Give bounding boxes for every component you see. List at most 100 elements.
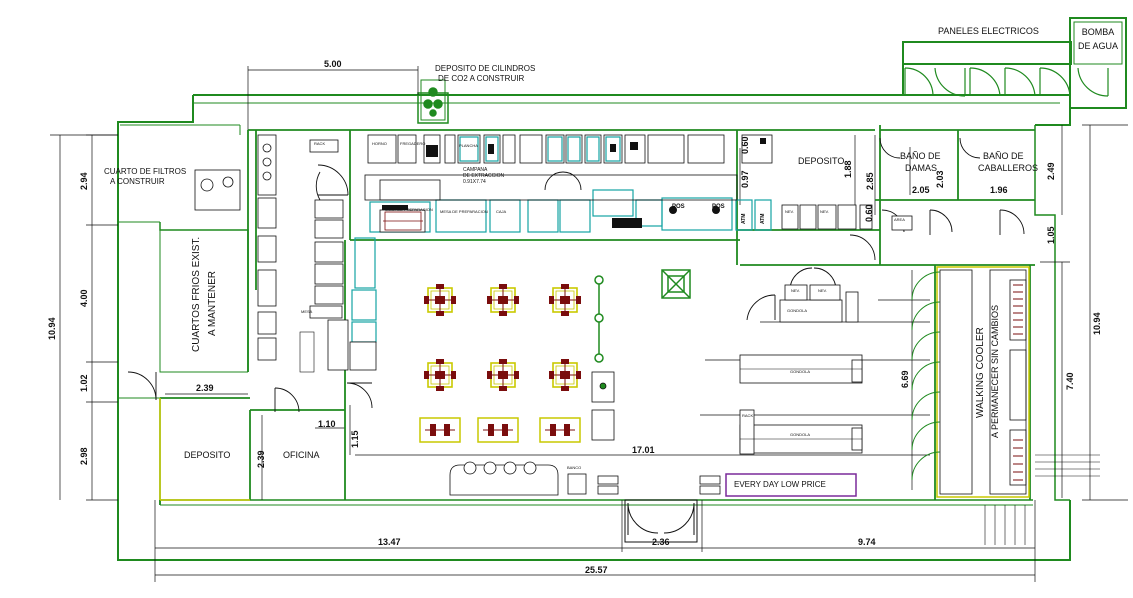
cooking-line: [364, 174, 738, 233]
rack-small-label: RACK: [742, 413, 754, 418]
fregadero-label: FREGADERO: [400, 141, 426, 146]
walkin-shelf-stripes: [1013, 284, 1023, 481]
dim-060a: 0.60: [740, 136, 750, 154]
filtros-label-2: A CONSTRUIR: [110, 177, 165, 186]
dim-1701: 17.01: [632, 445, 655, 455]
dim-285: 2.85: [865, 172, 875, 190]
mesa-servicio-label: MESA: [301, 309, 313, 314]
kitchen-top-row: [309, 134, 773, 164]
dim-236: 2.36: [652, 537, 670, 547]
walking-label-1: WALKING COOLER: [975, 327, 986, 418]
dim-105: 1.05: [1046, 226, 1056, 244]
oficina-label: OFICINA: [283, 450, 320, 460]
dim-239-v: 2.39: [256, 450, 266, 468]
walkin-doors: [911, 271, 941, 481]
walkin-frame: [159, 266, 1030, 501]
pos-label-2: POS: [712, 204, 725, 210]
everyday-label: EVERY DAY LOW PRICE: [734, 480, 826, 489]
paneles-electricos-room: [902, 17, 1127, 109]
paneles-label: PANELES ELECTRICOS: [938, 26, 1039, 36]
walking-label-2: A PERMANECER SIN CAMBIOS: [990, 304, 1000, 438]
dim-115: 1.15: [350, 430, 360, 448]
nev-label-1: NEV.: [785, 209, 794, 214]
frios-label-1: CUARTOS FRIOS EXIST.: [191, 236, 202, 352]
dim-740: 7.40: [1065, 372, 1075, 390]
dim-669: 6.69: [900, 370, 910, 388]
deposito-left-label: DEPOSITO: [184, 450, 231, 460]
center-column: [661, 269, 691, 299]
interior-walls: [159, 125, 1035, 505]
kitchen-left-equipment: [194, 134, 377, 371]
banco-label: BANCO: [567, 465, 582, 470]
entrance-doors: [624, 499, 698, 543]
caja-label: CAJA: [496, 209, 507, 214]
outer-walls: [117, 94, 1071, 561]
gondola-label-1: GONDOLA: [787, 308, 808, 313]
nev-label-2: NEV.: [820, 209, 829, 214]
horno-label: HORNO: [372, 141, 387, 146]
co2-deposit: [417, 79, 449, 124]
atm-label-1: ATM: [741, 213, 747, 224]
dim-097: 0.97: [740, 170, 750, 188]
bano-damas-label-1: BAÑO DE: [900, 151, 941, 161]
campana-label-2: DE EXTRACCION: [463, 173, 505, 179]
walkin-cooler-shelving: [939, 269, 1027, 495]
dim-060b: 0.60: [864, 204, 874, 222]
exterior-steps: [984, 454, 1100, 545]
co2-label-2: DE CO2 A CONSTRUIR: [438, 74, 525, 83]
filtros-label-1: CUARTO DE FILTROS: [104, 167, 187, 176]
co2-label-1: DEPOSITO DE CILINDROS: [435, 64, 536, 73]
gondola-label-3: GONDOLA: [790, 432, 811, 437]
campana-label-1: CAMPANA: [463, 167, 488, 173]
nev-label-4: NEV.: [818, 288, 827, 293]
dim-249: 2.49: [1046, 162, 1056, 180]
dim-102: 1.02: [79, 374, 89, 392]
pos-label-1: POS: [672, 204, 685, 210]
kitchen-sinks: [200, 143, 272, 192]
mesa-prep-label: MESA DE PREPARACION: [385, 207, 433, 212]
gondola-label-2: GONDOLA: [790, 369, 811, 374]
dining-tables: [423, 283, 582, 392]
dining-tables-small: [419, 417, 581, 443]
dim-400: 4.00: [79, 289, 89, 307]
dim-188: 1.88: [843, 160, 853, 178]
dim-205: 2.05: [912, 185, 930, 195]
bano-cab-label-1: BAÑO DE: [983, 151, 1024, 161]
nev-label-3: NEV.: [791, 288, 800, 293]
bano-damas-label-2: DAMAS: [905, 163, 938, 173]
dim-203: 2.03: [935, 170, 945, 188]
gondola-centerlines: [740, 368, 862, 440]
atm-label-2: ATM: [760, 213, 766, 224]
partition: [594, 275, 604, 363]
bano-cab-label-2: CABALLEROS: [978, 163, 1039, 173]
dim-196: 1.96: [990, 185, 1008, 195]
dim-298: 2.98: [79, 447, 89, 465]
bomba-label-1: BOMBA: [1081, 27, 1115, 37]
frios-label-2: A MANTENER: [207, 270, 218, 336]
dim-239-h: 2.39: [196, 383, 214, 393]
dim-2557: 25.57: [585, 565, 608, 575]
plancha-label: PLANCHA: [459, 143, 478, 148]
dim-110: 1.10: [318, 419, 336, 429]
everyday-display: [725, 473, 857, 497]
area-label: AREA: [894, 217, 905, 222]
dim-1094-right: 10.94: [1092, 312, 1102, 335]
rack-top-label: RACK: [314, 141, 326, 146]
dimension-lines: [50, 66, 1128, 582]
dim-294: 2.94: [79, 172, 89, 190]
oficina-area: [299, 331, 315, 373]
campana-label-3: 0.91X7.74: [463, 179, 486, 185]
bar-counter: [449, 461, 721, 496]
dim-1347: 13.47: [378, 537, 401, 547]
atm-units: [781, 204, 913, 231]
service-counter: [591, 371, 615, 441]
mesa-prep-label-2: MESA DE PREPARACION: [440, 209, 488, 214]
kitchen-dark-items: [382, 138, 766, 228]
dim-1094-left: 10.94: [47, 317, 57, 340]
bomba-label-2: DE AGUA: [1077, 41, 1118, 51]
panel-doors: [904, 67, 1109, 97]
deposito-top-label: DEPOSITO: [798, 156, 845, 166]
dim-5: 5.00: [324, 59, 342, 69]
dim-974: 9.74: [858, 537, 876, 547]
